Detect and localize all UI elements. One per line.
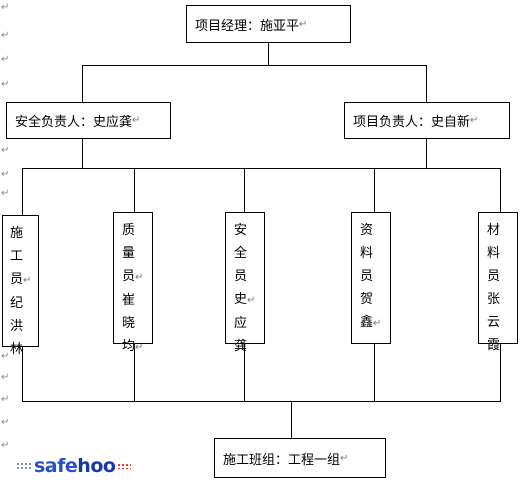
vertical-char: 晓 [122, 316, 136, 331]
material-officer-box: 材 料 员 张 云 霞 [478, 212, 518, 353]
safety-officer-box: 安 全 员 史↵ 应 龚 [225, 212, 265, 354]
connector-from-quality [134, 344, 135, 402]
vertical-char: 均 [122, 339, 136, 354]
vertical-char: 料 [360, 246, 374, 261]
connector-level3-top-bus [22, 168, 501, 169]
vertical-char: 料 [487, 246, 501, 261]
logo-dots-icon [16, 462, 32, 470]
paragraph-mark: ↵ [247, 295, 256, 306]
project-manager-label: 项目经理：施亚平 [195, 18, 300, 34]
vertical-char: 员 [122, 269, 136, 284]
logo-dots-red-icon [117, 463, 132, 469]
connector-from-construction [22, 347, 23, 402]
margin-paragraph-mark: ↵ [1, 351, 10, 362]
vertical-char: 鑫 [360, 315, 374, 330]
margin-paragraph-mark: ↵ [1, 79, 10, 90]
vertical-char: 安 [234, 223, 248, 238]
vertical-char: 林 [10, 342, 24, 357]
connector-from-document [374, 344, 375, 402]
margin-paragraph-mark: ↵ [1, 145, 10, 156]
connector-to-quality [134, 168, 135, 212]
vertical-char: 员 [360, 269, 374, 284]
vertical-char: 量 [122, 246, 136, 261]
work-team-box: 施工班组：工程一组↵ [214, 438, 386, 478]
connector-level2-bus [82, 65, 427, 66]
paragraph-mark: ↵ [470, 115, 479, 126]
vertical-char: 崔 [122, 293, 136, 308]
vertical-char: 贺 [360, 292, 374, 307]
vertical-char: 张 [487, 292, 501, 307]
vertical-char: 工 [10, 249, 24, 264]
margin-paragraph-mark: ↵ [1, 372, 10, 383]
vertical-char: 洪 [10, 319, 24, 334]
construction-officer-box: 施 工 员↵ 纪 洪 林 [2, 215, 39, 357]
paragraph-mark: ↵ [299, 18, 308, 30]
vertical-char: 员 [10, 272, 24, 287]
connector-bus-to-safety [82, 65, 83, 103]
safety-lead-label: 安全负责人：史应龚 [15, 115, 133, 130]
logo-text-part2: hoo [77, 455, 116, 477]
connector-to-team [291, 401, 292, 439]
connector-from-material [500, 344, 501, 402]
margin-paragraph-mark: ↵ [1, 188, 10, 199]
project-lead-label: 项目负责人：史自新 [353, 115, 471, 130]
document-officer-box: 资 料 员 贺 鑫↵ [351, 212, 391, 344]
connector-to-safety-officer [244, 168, 245, 212]
vertical-char: 员 [487, 269, 501, 284]
connector-level3-bottom-bus [22, 401, 501, 402]
connector-to-document [374, 168, 375, 212]
vertical-char: 纪 [10, 296, 24, 311]
margin-paragraph-mark: ↵ [1, 169, 10, 180]
vertical-char: 施 [10, 226, 24, 241]
margin-paragraph-mark: ↵ [1, 440, 10, 451]
paragraph-mark: ↵ [135, 342, 144, 353]
connector-project-down [426, 139, 427, 168]
connector-from-safety-officer [244, 344, 245, 402]
logo-text-part1: safe [34, 455, 78, 477]
project-manager-box: 项目经理：施亚平↵ [186, 5, 351, 43]
margin-paragraph-mark: ↵ [1, 30, 10, 41]
paragraph-mark: ↵ [23, 275, 32, 286]
vertical-char: 资 [360, 223, 374, 238]
safety-lead-box: 安全负责人：史应龚↵ [6, 102, 171, 139]
margin-paragraph-mark: ↵ [1, 2, 10, 13]
connector-top-to-bus [268, 43, 269, 65]
margin-paragraph-mark: ↵ [1, 417, 10, 428]
vertical-char: 全 [234, 246, 248, 261]
vertical-char: 霞 [487, 338, 501, 353]
vertical-char: 云 [487, 315, 501, 330]
margin-paragraph-mark: ↵ [1, 394, 10, 405]
work-team-label: 施工班组：工程一组 [223, 452, 341, 468]
paragraph-mark: ↵ [373, 318, 382, 329]
connector-to-construction [22, 168, 23, 215]
quality-officer-box: 质 量 员↵ 崔 晓 均↵ [113, 212, 153, 354]
vertical-char: 员 [234, 269, 248, 284]
paragraph-mark: ↵ [340, 452, 349, 464]
paragraph-mark: ↵ [132, 115, 141, 126]
vertical-char: 龚 [234, 339, 248, 354]
vertical-char: 材 [487, 223, 501, 238]
paragraph-mark: ↵ [135, 272, 144, 283]
vertical-char: 应 [234, 316, 248, 331]
margin-paragraph-mark: ↵ [1, 54, 10, 65]
connector-safety-down [82, 139, 83, 168]
vertical-char: 史 [234, 292, 248, 307]
connector-to-material [500, 168, 501, 212]
vertical-char: 质 [122, 223, 136, 238]
project-lead-box: 项目负责人：史自新↵ [344, 102, 510, 139]
connector-bus-to-project [426, 65, 427, 103]
